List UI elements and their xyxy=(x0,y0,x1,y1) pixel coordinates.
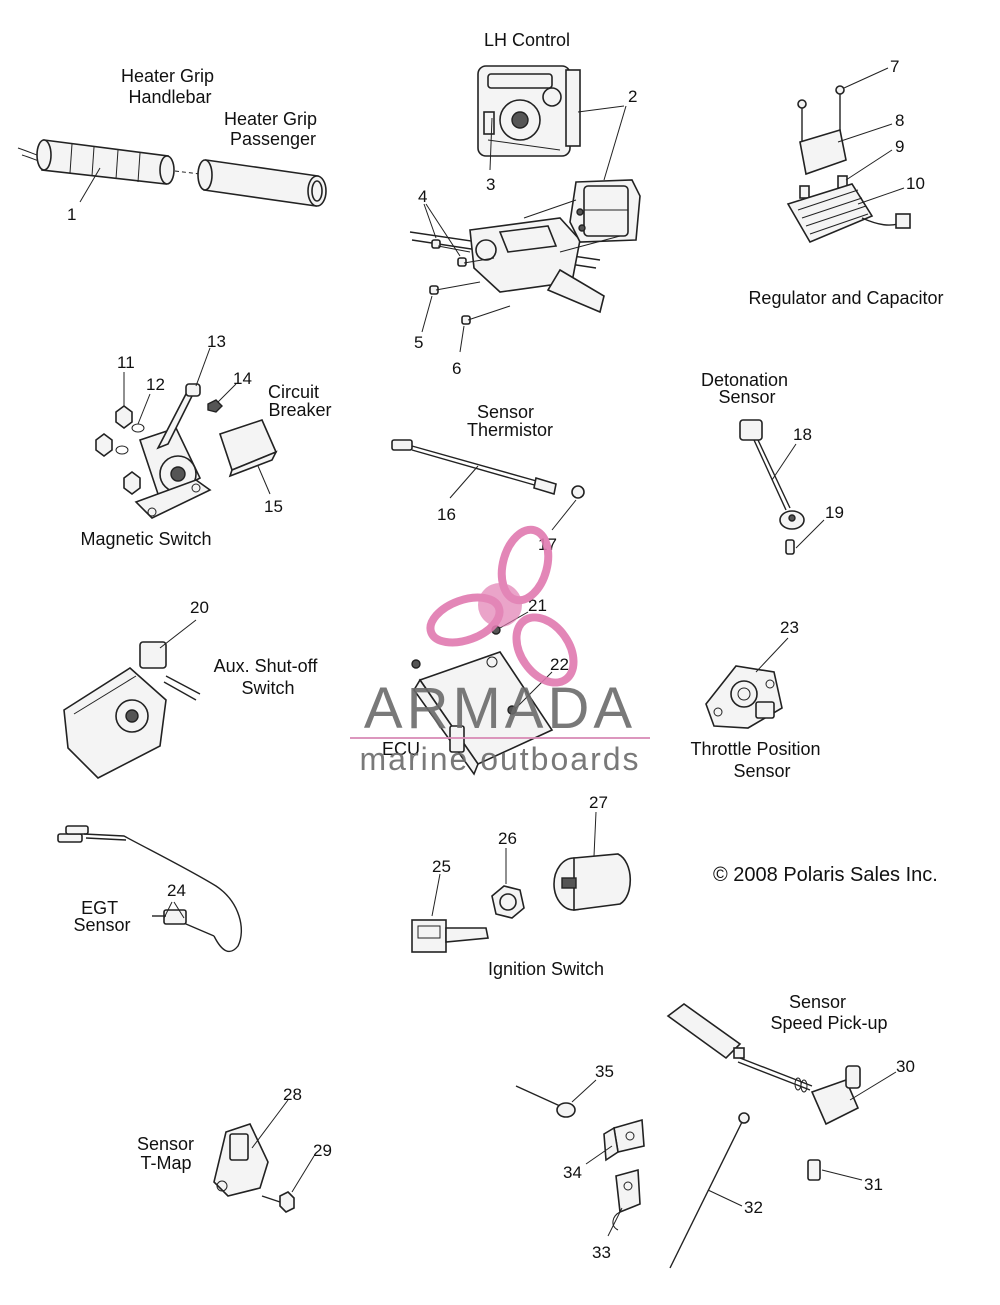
heater-grip-handlebar-label: Heater Grip Handlebar xyxy=(121,66,219,107)
callout-5: 5 xyxy=(414,333,423,352)
callout-8: 8 xyxy=(895,111,904,130)
callout-25: 25 xyxy=(432,857,451,876)
aux-shutoff-switch-label: Aux. Shut-off Switch xyxy=(214,656,323,698)
callout-24: 24 xyxy=(167,881,186,900)
egt-sensor-label: EGT Sensor xyxy=(73,898,130,935)
callout-27: 27 xyxy=(589,793,608,812)
callout-16: 16 xyxy=(437,505,456,524)
sensor-speed-pickup-part xyxy=(666,1003,861,1181)
sensor-thermistor-part xyxy=(391,439,585,499)
callout-21: 21 xyxy=(528,596,547,615)
ecu-label: ECU xyxy=(382,739,420,759)
callout-22: 22 xyxy=(550,655,569,674)
lh-control-label: LH Control xyxy=(484,30,570,50)
callout-18: 18 xyxy=(793,425,812,444)
throttle-position-sensor-part xyxy=(705,665,783,729)
callout-3: 3 xyxy=(486,175,495,194)
callout-4: 4 xyxy=(418,187,427,206)
callout-29: 29 xyxy=(313,1141,332,1160)
callout-14: 14 xyxy=(233,369,252,388)
callout-12: 12 xyxy=(146,375,165,394)
callout-19: 19 xyxy=(825,503,844,522)
throttle-position-sensor-label: Throttle Position Sensor xyxy=(690,739,825,781)
callout-11: 11 xyxy=(117,353,135,372)
callout-1: 1 xyxy=(67,205,76,224)
callout-2: 2 xyxy=(628,87,637,106)
armada-watermark-logo: ARMADA marine outboards xyxy=(350,525,650,777)
sensor-tmap-part xyxy=(213,1123,295,1213)
callout-26: 26 xyxy=(498,829,517,848)
heater-grip-passenger-label: Heater Grip Passenger xyxy=(224,109,322,149)
circuit-breaker-part xyxy=(207,399,278,478)
callout-33: 33 xyxy=(592,1243,611,1262)
screws-4-5-6-part xyxy=(429,239,511,325)
detonation-sensor-label: Detonation Sensor xyxy=(701,370,793,407)
callout-7: 7 xyxy=(890,57,899,76)
callout-20: 20 xyxy=(190,598,209,617)
heater-grip-passenger-part xyxy=(197,159,327,207)
callout-28: 28 xyxy=(283,1085,302,1104)
regulator-capacitor-label: Regulator and Capacitor xyxy=(748,288,943,308)
callout-32: 32 xyxy=(744,1198,763,1217)
ecu-part xyxy=(411,625,554,776)
sensor-speed-pickup-label: Sensor Speed Pick-up xyxy=(770,992,887,1033)
callout-9: 9 xyxy=(895,137,904,156)
regulator-capacitor-part xyxy=(786,85,911,244)
circuit-breaker-label: Circuit Breaker xyxy=(268,382,332,420)
lh-control-assembly-part xyxy=(409,179,641,314)
heater-grip-handlebar-part xyxy=(17,139,201,185)
callout-34: 34 xyxy=(563,1163,582,1182)
watermark-brand: ARMADA xyxy=(364,676,636,741)
sensor-thermistor-label: Sensor Thermistor xyxy=(467,402,553,440)
lh-control-housing-part xyxy=(477,65,581,157)
callout-23: 23 xyxy=(780,618,799,637)
callout-35: 35 xyxy=(595,1062,614,1081)
callout-31: 31 xyxy=(864,1175,883,1194)
magnetic-switch-label: Magnetic Switch xyxy=(80,529,211,549)
ignition-switch-part xyxy=(411,853,631,953)
callout-13: 13 xyxy=(207,332,226,351)
callout-10: 10 xyxy=(906,174,925,193)
detonation-sensor-part xyxy=(739,419,805,555)
watermark-tagline: marine outboards xyxy=(359,741,640,777)
fasteners-32-35-part xyxy=(515,1085,750,1269)
aux-shutoff-switch-part xyxy=(63,641,201,779)
callout-30: 30 xyxy=(896,1057,915,1076)
callout-6: 6 xyxy=(452,359,461,378)
ignition-switch-label: Ignition Switch xyxy=(488,959,604,979)
copyright-notice: © 2008 Polaris Sales Inc. xyxy=(713,864,938,886)
sensor-tmap-label: Sensor T-Map xyxy=(137,1134,199,1173)
egt-sensor-part xyxy=(57,825,242,953)
callout-15: 15 xyxy=(264,497,283,516)
magnetic-switch-part xyxy=(95,383,212,519)
